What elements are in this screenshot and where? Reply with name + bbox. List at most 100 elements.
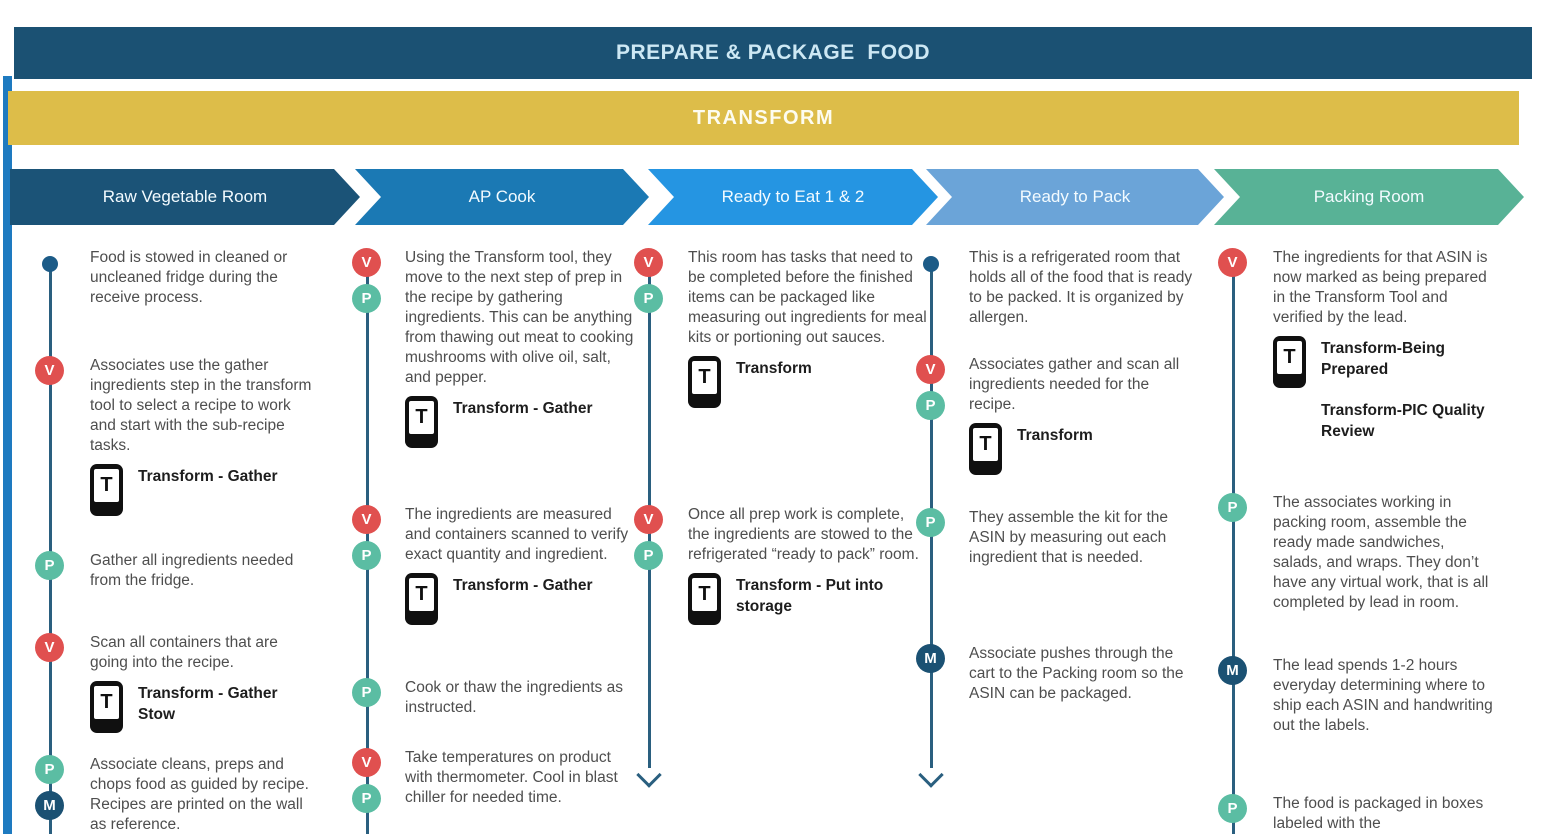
stage-label: Ready to Eat 1 & 2 — [721, 187, 865, 206]
step-badge-v: V — [352, 748, 381, 777]
app-row: T Transform — [688, 356, 917, 408]
step-badge-v: V — [35, 633, 64, 662]
step-badge-v: V — [1218, 248, 1247, 277]
phone-icon: T — [969, 423, 1002, 475]
step-badge-p: P — [352, 284, 381, 313]
step-text: Using the Transform tool, they move to t… — [405, 249, 634, 386]
app-row: T Transform — [969, 423, 1203, 475]
phone-icon: T — [90, 464, 123, 516]
phone-screen-glyph: T — [409, 578, 434, 611]
phone-icon: T — [405, 573, 438, 625]
step-badge-m: M — [916, 644, 945, 673]
stage-chevron-2: AP Cook — [355, 169, 649, 225]
page-title: PREPARE & PACKAGE FOOD — [615, 41, 931, 64]
app-label: Transform — [1017, 427, 1093, 444]
stage-label: AP Cook — [468, 187, 536, 206]
app-list: T Transform - Gather — [90, 464, 340, 516]
step-badge-p: P — [916, 508, 945, 537]
step-text: Take temperatures on product with thermo… — [405, 749, 618, 806]
timeline-step: P They assemble the kit for the ASIN by m… — [903, 508, 1203, 568]
step-text: This room has tasks that need to be comp… — [688, 249, 927, 346]
step-text: Associates use the gather ingredients st… — [90, 357, 312, 454]
timeline-step: P Cook or thaw the ingredients as instruc… — [340, 678, 630, 718]
step-text: Associate cleans, preps and chops food a… — [90, 756, 309, 833]
phone-icon-spacer — [1273, 398, 1306, 402]
app-label: Transform-Being Prepared — [1321, 340, 1446, 378]
step-text: Cook or thaw the ingredients as instruct… — [405, 679, 623, 716]
step-badge-p: P — [35, 755, 64, 784]
step-text: Gather all ingredients needed from the f… — [90, 552, 294, 589]
step-text: The ingredients for that ASIN is now mar… — [1273, 249, 1488, 326]
step-badge-p: P — [35, 551, 64, 580]
step-text: Associates gather and scan all ingredien… — [969, 356, 1180, 413]
app-row: T Transform-Being Prepared — [1273, 336, 1548, 388]
phone-screen-glyph: T — [692, 578, 717, 611]
timeline-step: Food is stowed in cleaned or uncleaned f… — [30, 248, 340, 308]
phone-icon: T — [405, 396, 438, 448]
phone-icon: T — [688, 573, 721, 625]
step-text: The food is packaged in boxes labeled wi… — [1273, 795, 1484, 832]
timeline-step: V Associates use the gather ingredients s… — [30, 356, 340, 516]
phone-screen-glyph: T — [973, 428, 998, 461]
app-label: Transform - Gather — [453, 577, 593, 594]
stage-label: Packing Room — [1313, 187, 1425, 206]
app-label: Transform - Gather Stow — [138, 685, 278, 723]
stage-label: Ready to Pack — [1019, 187, 1131, 206]
phone-screen-glyph: T — [692, 361, 717, 394]
step-text: Food is stowed in cleaned or uncleaned f… — [90, 249, 288, 306]
app-list: T Transform — [688, 356, 917, 408]
timeline-dot — [42, 256, 58, 272]
app-row: T Transform - Gather — [90, 464, 340, 516]
step-badge-p: P — [1218, 493, 1247, 522]
timeline-step: This is a refrigerated room that holds a… — [903, 248, 1203, 328]
app-label: Transform — [736, 360, 812, 377]
step-text: Once all prep work is complete, the ingr… — [688, 506, 919, 563]
stage-chevron-5: Packing Room — [1214, 169, 1524, 225]
left-accent-bar — [3, 76, 12, 834]
step-badge-v: V — [634, 248, 663, 277]
app-list: T Transform — [969, 423, 1203, 475]
step-text: They assemble the kit for the ASIN by me… — [969, 509, 1169, 566]
phone-screen-glyph: T — [1277, 341, 1302, 374]
app-row: T Transform - Gather Stow — [90, 681, 340, 733]
stage-chevron-4: Ready to Pack — [926, 169, 1224, 225]
step-text: The associates working in packing room, … — [1273, 494, 1489, 611]
step-badge-p: P — [352, 678, 381, 707]
step-badge-v: V — [634, 505, 663, 534]
phase-banner: TRANSFORM — [8, 91, 1519, 145]
step-badge-p: P — [1218, 794, 1247, 823]
step-badge-p: P — [352, 541, 381, 570]
step-text: Scan all containers that are going into … — [90, 634, 278, 671]
app-row: T Transform - Gather — [405, 573, 630, 625]
app-list: T Transform - Gather — [405, 573, 630, 625]
app-label: Transform - Put into storage — [736, 577, 884, 615]
step-badge-v: V — [35, 356, 64, 385]
arrow-down-icon — [918, 762, 944, 788]
phone-icon: T — [90, 681, 123, 733]
phone-icon: T — [688, 356, 721, 408]
app-row: T Transform - Gather — [405, 396, 630, 448]
app-label: Transform - Gather — [453, 400, 593, 417]
phone-screen-glyph: T — [409, 401, 434, 434]
timeline-step: P The food is packaged in boxes labeled w… — [1203, 794, 1548, 834]
timeline-column-4: This is a refrigerated room that holds a… — [903, 0, 1203, 834]
app-list: T Transform - Gather Stow — [90, 681, 340, 733]
step-badge-m: M — [1218, 656, 1247, 685]
app-label: Transform - Gather — [138, 468, 278, 485]
timeline-step: V The ingredients for that ASIN is now ma… — [1203, 248, 1548, 442]
phone-screen-glyph: T — [94, 686, 119, 719]
step-badge-v: V — [352, 505, 381, 534]
step-badge-p: P — [352, 784, 381, 813]
